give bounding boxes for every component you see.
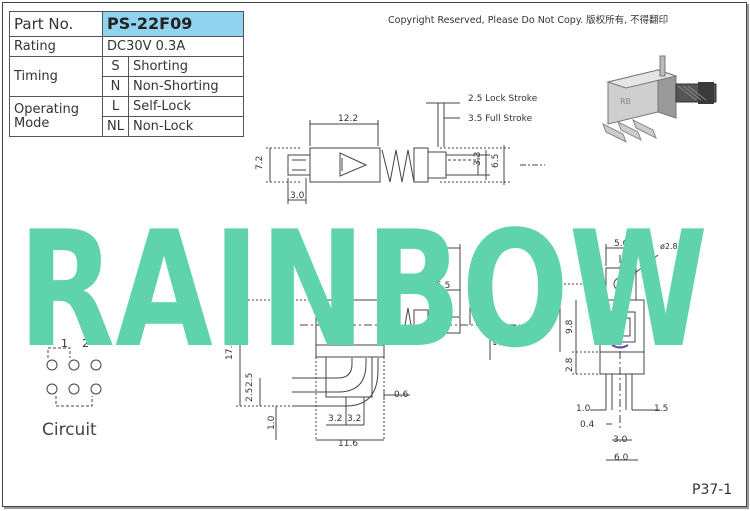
dim-label: 3.2	[347, 414, 361, 424]
operating-label-line2: Mode	[14, 115, 50, 131]
dim-label: 6.0	[614, 453, 629, 463]
dim-label: 2.5	[245, 388, 255, 402]
copyright-notice: Copyright Reserved, Please Do Not Copy. …	[388, 15, 669, 26]
operating-row-nl: NL Non-Lock	[10, 116, 244, 137]
dim-label: 5.0	[614, 239, 629, 249]
dim-label: 6.5	[491, 154, 501, 168]
dim-label: 3.3	[473, 152, 483, 166]
dim-label: 12.2	[338, 114, 358, 124]
dim-label: 1.5	[654, 404, 668, 414]
dim-label: 7.2	[255, 156, 265, 170]
operating-mode-label: Operating Mode	[9, 96, 103, 137]
operating-row-l: Operating Mode L Self-Lock	[9, 96, 244, 137]
spec-table: Part No. PS-22F09 Rating DC30V 0.3A Timi…	[9, 11, 244, 137]
dim-label: 17.4	[225, 340, 235, 360]
page-number: P37-1	[692, 482, 733, 498]
dim-label: 11.6	[338, 439, 358, 449]
product-photo: RB	[602, 55, 717, 144]
dim-label: 0.6	[394, 390, 409, 400]
dim-label: 1.0	[267, 415, 277, 430]
dim-label: 2.5	[245, 373, 255, 387]
dim-label: 12.5	[545, 308, 555, 328]
operating-label-line1: Operating	[14, 101, 79, 117]
front-view	[556, 244, 660, 461]
dim-label: 13.0	[410, 239, 430, 249]
circuit-pin-2: 2	[82, 337, 89, 350]
dim-label: 3.3	[475, 288, 485, 302]
dim-label: 5.5	[493, 332, 503, 346]
circuit-caption: Circuit	[42, 420, 97, 440]
dim-label: 2.8	[565, 357, 575, 372]
operating-desc: Non-Lock	[127, 116, 244, 137]
dim-label: 3.2	[328, 414, 342, 424]
circuit-diagram	[46, 347, 102, 407]
side-view	[236, 244, 520, 441]
svg-text:RB: RB	[620, 97, 631, 106]
dim-label: 3.0	[290, 191, 305, 201]
dim-label: 0.4	[580, 420, 595, 430]
timing-desc: Shorting	[127, 56, 244, 77]
timing-desc: Non-Shorting	[127, 76, 244, 97]
timing-row-n: N Non-Shorting	[10, 76, 244, 97]
circuit-pin-1: 1	[61, 337, 68, 350]
rating-label: Rating	[9, 36, 103, 57]
dim-label: 3.0	[613, 435, 628, 445]
dim-label: 5.5	[436, 281, 450, 291]
timing-label: Timing	[9, 56, 103, 97]
top-view	[266, 102, 545, 204]
dim-label: 9.8	[565, 319, 575, 334]
timing-row-s: Timing S Shorting	[9, 56, 244, 97]
dim-hole: ø2.8 Hole	[660, 242, 698, 251]
dim-lock-stroke: 2.5 Lock Stroke	[468, 94, 538, 104]
dim-label: 1.0	[576, 404, 591, 414]
dim-full-stroke: 3.5 Full Stroke	[468, 114, 533, 124]
